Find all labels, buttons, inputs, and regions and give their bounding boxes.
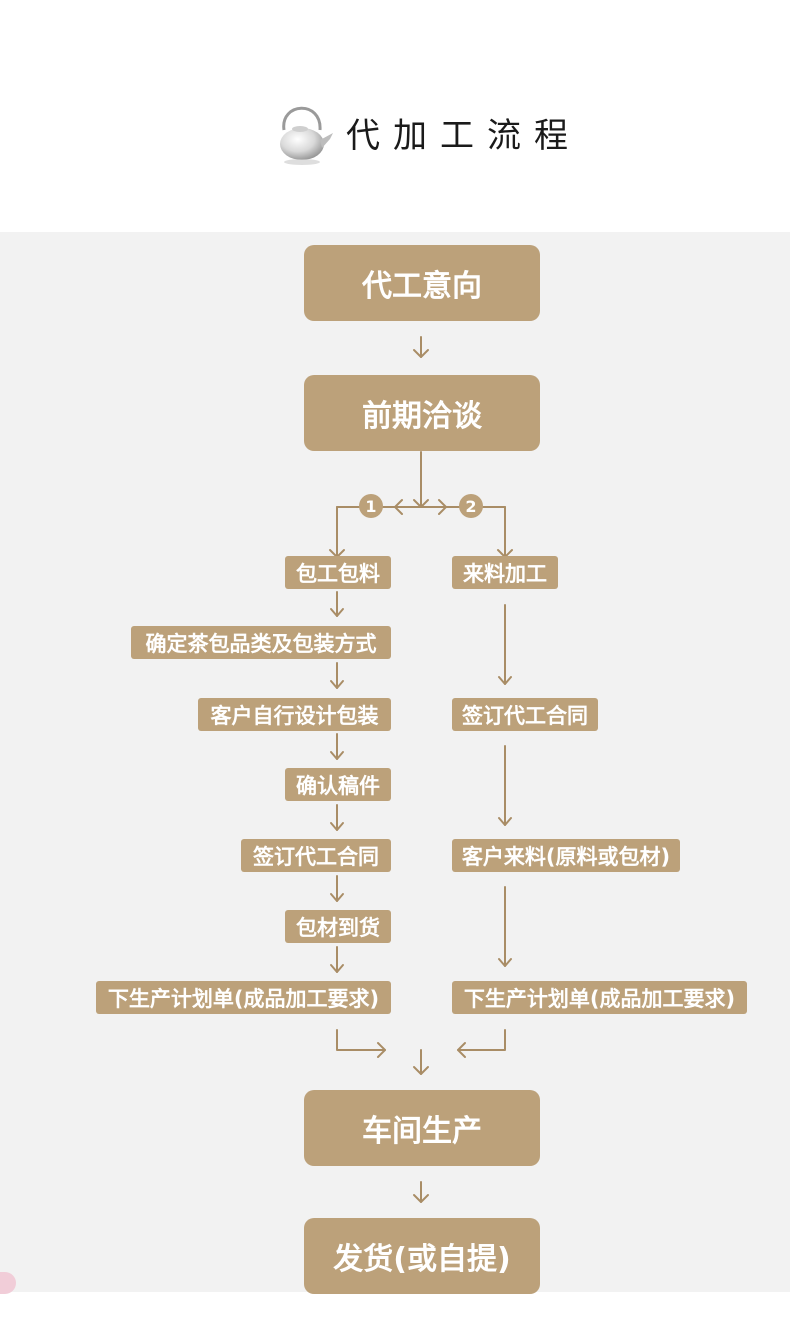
- left-step-7: 下生产计划单(成品加工要求): [96, 981, 391, 1014]
- left-step-1: 包工包料: [285, 556, 391, 589]
- step-shipping: 发货(或自提): [304, 1218, 540, 1294]
- left-step-3: 客户自行设计包装: [198, 698, 391, 731]
- left-step-6: 包材到货: [285, 910, 391, 943]
- left-step-2: 确定茶包品类及包装方式: [131, 626, 391, 659]
- teapot-icon: [270, 96, 336, 168]
- right-step-1: 来料加工: [452, 556, 558, 589]
- branch-1-badge: 1: [359, 494, 383, 518]
- left-step-4: 确认稿件: [285, 768, 391, 801]
- step-intent: 代工意向: [304, 245, 540, 321]
- page-title: 代加工流程: [346, 108, 581, 157]
- step-production: 车间生产: [304, 1090, 540, 1166]
- left-step-5: 签订代工合同: [241, 839, 391, 872]
- title-group: 代加工流程: [270, 96, 581, 168]
- bottom-strip: [0, 1292, 790, 1328]
- header: 代加工流程: [0, 0, 790, 232]
- right-step-4: 下生产计划单(成品加工要求): [452, 981, 747, 1014]
- branch-2-badge: 2: [459, 494, 483, 518]
- step-negotiation: 前期洽谈: [304, 375, 540, 451]
- right-step-2: 签订代工合同: [452, 698, 598, 731]
- right-step-3: 客户来料(原料或包材): [452, 839, 680, 872]
